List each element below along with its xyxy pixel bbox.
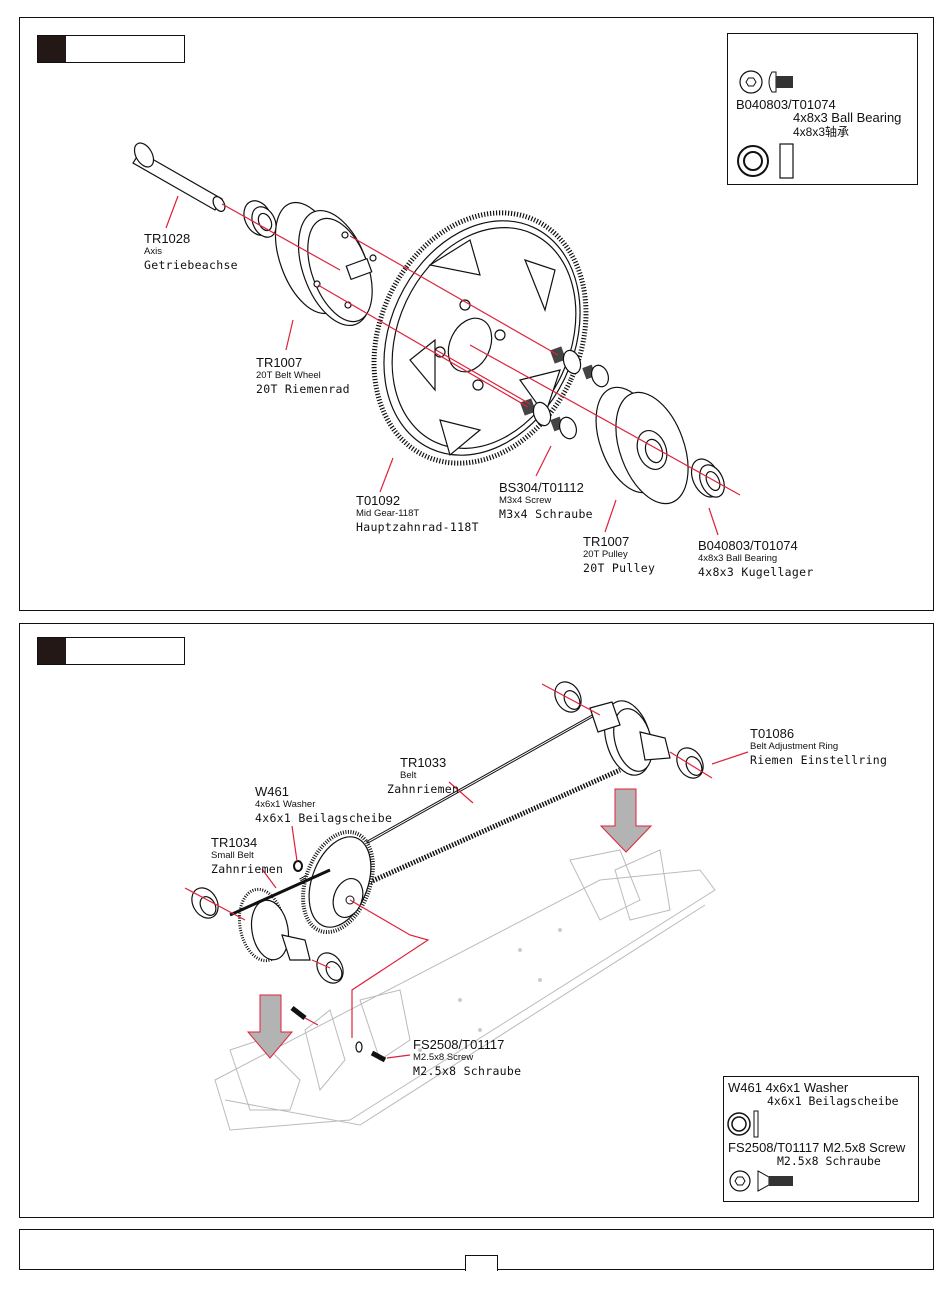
part-name-en: Belt Adjustment Ring — [750, 740, 839, 752]
part-code: B040803/T01074 — [698, 538, 798, 553]
m3x4-screws-part — [519, 346, 610, 440]
washer-w461 — [293, 860, 303, 872]
exploded-diagram-gear-assembly — [132, 142, 741, 536]
part-name-de: Hauptzahnrad-118T — [356, 519, 479, 534]
legend-part-code: B040803/T01074 — [736, 97, 836, 112]
part-name-de: M3x4 Schraube — [499, 506, 593, 521]
step-number-tab — [37, 637, 185, 665]
hex-socket-head-icon — [729, 1170, 751, 1192]
part-name-de: 20T Riemenrad — [256, 381, 350, 396]
front-diff-pulley — [191, 868, 344, 984]
parts-legend-washer-screw: W461 4x6x1 Washer 4x6x1 Beilagscheibe FS… — [723, 1076, 919, 1202]
part-label-20t-pulley: TR1007 20T Pulley 20T Pulley — [583, 535, 655, 574]
part-label-ball-bearing: B040803/T01074 4x8x3 Ball Bearing 4x8x3 … — [698, 539, 814, 578]
footer-baseline-left — [19, 1269, 467, 1270]
assembly-guide-lines — [184, 683, 713, 1059]
part-name-de: 4x8x3 Kugellager — [698, 564, 814, 579]
part-name-en: 4x6x1 Washer — [255, 798, 316, 810]
part-name-de: Zahnriemen — [387, 781, 460, 796]
part-code: BS304/T01112 — [499, 480, 584, 495]
button-head-screw-icon — [768, 71, 793, 93]
part-code: FS2508/T01117 — [413, 1037, 505, 1052]
assembly-guide-lines — [221, 203, 741, 496]
legend-icons — [737, 70, 794, 179]
legend-washer-de: 4x6x1 Beilagscheibe — [767, 1094, 899, 1108]
part-label-belt-adjustment-ring: T01086 Belt Adjustment Ring Riemen Einst… — [750, 727, 887, 766]
part-code: W461 — [255, 784, 289, 799]
part-label-small-belt: TR1034 Small Belt Zahnriemen — [211, 836, 283, 875]
part-name-de: Riemen Einstellring — [750, 752, 888, 767]
footer-baseline-right — [496, 1269, 934, 1270]
legend-icons — [727, 1110, 793, 1192]
part-name-de: Zahnriemen — [211, 861, 284, 876]
part-name-en: Small Belt — [211, 849, 254, 861]
part-code: T01092 — [356, 493, 401, 508]
axis-shaft-part — [132, 142, 226, 212]
mid-gear-118t-part — [371, 210, 589, 466]
washer-front-icon — [727, 1112, 751, 1136]
legend-washer-title: W461 4x6x1 Washer — [728, 1080, 849, 1095]
hex-socket-head-icon — [739, 70, 763, 94]
front-spur-gear — [301, 829, 375, 935]
part-name-en: M2.5x8 Screw — [413, 1051, 474, 1063]
part-name-de: 4x6x1 Beilagscheibe — [255, 810, 393, 825]
bearing-front-icon — [737, 145, 769, 177]
label-leader-lines — [165, 195, 719, 536]
part-code: TR1033 — [400, 755, 447, 770]
part-code: TR1007 — [583, 534, 630, 549]
part-label-washer: W461 4x6x1 Washer 4x6x1 Beilagscheibe — [255, 785, 392, 824]
part-label-mid-gear: T01092 Mid Gear-118T Hauptzahnrad-118T — [356, 494, 479, 533]
ball-bearing-right-part — [690, 458, 725, 498]
part-label-axis: TR1028 Axis Getriebeachse — [144, 232, 238, 271]
part-name-en: 20T Belt Wheel — [256, 369, 321, 381]
ball-bearing-part — [243, 200, 277, 238]
legend-screw-de: M2.5x8 Schraube — [777, 1154, 881, 1168]
part-name-en: Axis — [144, 245, 162, 257]
down-arrow-indicator-right — [599, 788, 653, 853]
part-code: TR1034 — [211, 835, 258, 850]
chassis-plate — [214, 849, 716, 1131]
part-name-de: Getriebeachse — [144, 257, 238, 272]
washer-side-icon — [753, 1110, 759, 1138]
part-code: T01086 — [750, 726, 795, 741]
step-number-block — [38, 638, 66, 664]
part-code: TR1007 — [256, 355, 303, 370]
part-name-en: 4x8x3 Ball Bearing — [698, 552, 778, 564]
part-label-belt-wheel: TR1007 20T Belt Wheel 20T Riemenrad — [256, 356, 350, 395]
part-name-en: 20T Pulley — [583, 548, 628, 560]
step-number-block — [38, 36, 66, 62]
legend-screw-title: FS2508/T01117 M2.5x8 Screw — [728, 1140, 906, 1155]
pulley-20t-part — [595, 386, 689, 505]
label-leader-lines — [261, 751, 749, 889]
step-number-tab — [37, 35, 185, 63]
rear-pulley-assembly — [554, 681, 704, 779]
part-name-en: M3x4 Screw — [499, 494, 552, 506]
part-label-m3x4-screw: BS304/T01112 M3x4 Screw M3x4 Schraube — [499, 481, 593, 520]
countersunk-screw-icon — [757, 1170, 793, 1192]
bearing-side-icon — [779, 143, 794, 179]
part-label-m2.5x8-screw: FS2508/T01117 M2.5x8 Screw M2.5x8 Schrau… — [413, 1038, 521, 1077]
part-label-belt: TR1033 Belt Zahnriemen — [387, 755, 459, 795]
legend-part-name-en: 4x8x3 Ball Bearing — [793, 110, 902, 125]
m2.5x8-screws — [290, 1006, 387, 1063]
parts-legend-bearing: B040803/T01074 4x8x3 Ball Bearing 4x8x3轴… — [727, 33, 918, 185]
part-code: TR1028 — [144, 231, 191, 246]
page-number-tab — [465, 1255, 498, 1271]
part-name-de: M2.5x8 Schraube — [413, 1063, 522, 1078]
down-arrow-indicator-left — [246, 994, 294, 1059]
legend-part-name-cn: 4x8x3轴承 — [793, 125, 850, 139]
part-name-de: 20T Pulley — [583, 560, 656, 575]
part-name-en: Belt — [400, 769, 417, 781]
part-name-en: Mid Gear-118T — [356, 507, 420, 519]
